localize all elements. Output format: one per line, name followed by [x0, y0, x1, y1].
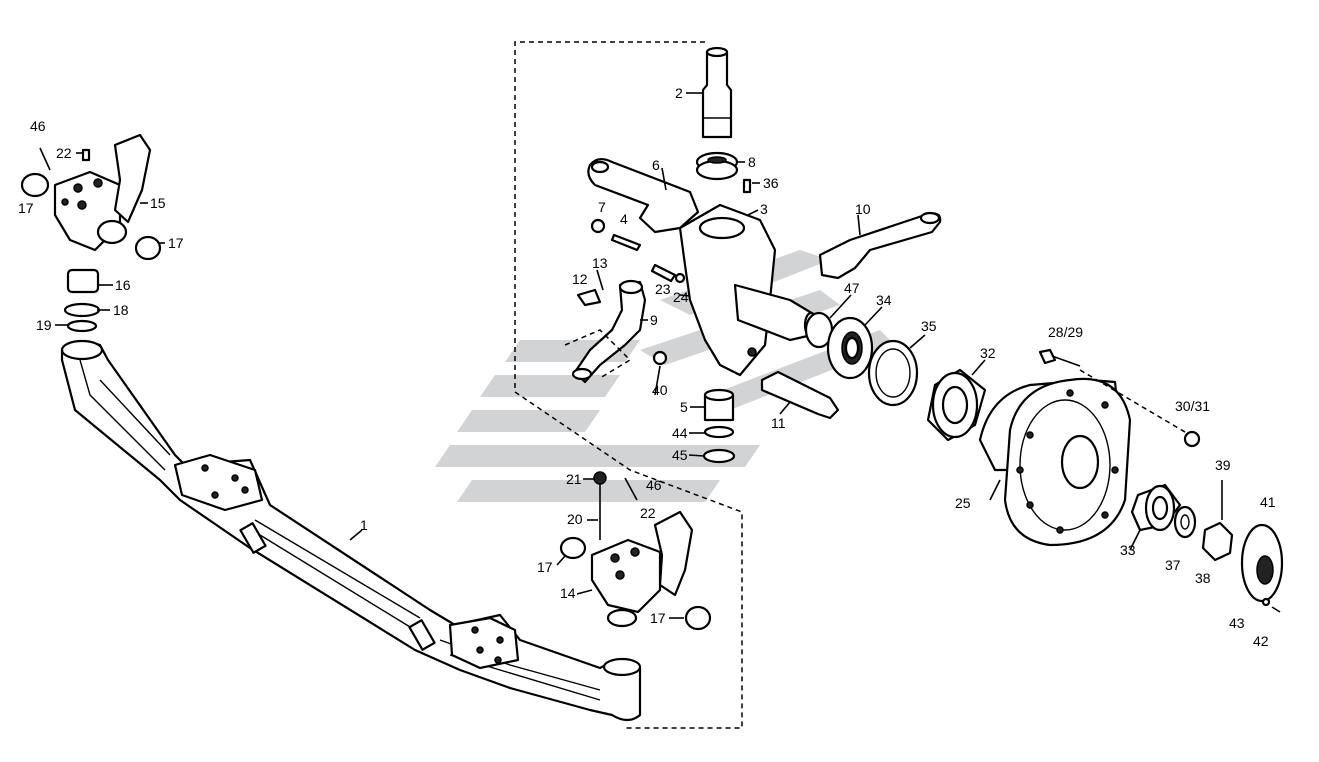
label-1: 1 — [360, 517, 368, 533]
label-23: 23 — [655, 281, 671, 297]
label-2: 2 — [675, 85, 683, 101]
label-9: 9 — [650, 312, 658, 328]
label-39: 39 — [1215, 457, 1231, 473]
label-18: 18 — [113, 302, 129, 318]
label-46: 46 — [30, 118, 46, 134]
label-17: 17 — [537, 559, 553, 575]
label-8: 8 — [748, 154, 756, 170]
label-5: 5 — [680, 399, 688, 415]
hub-bearing — [1130, 483, 1182, 532]
label-37: 37 — [1165, 557, 1181, 573]
label-30-31: 30/31 — [1175, 398, 1210, 414]
label-16: 16 — [115, 277, 131, 293]
left-knuckle-assembly — [20, 133, 162, 333]
label-19: 19 — [36, 317, 52, 333]
label-43: 43 — [1229, 615, 1245, 631]
label-leaders — [55, 92, 1141, 619]
thrust-bearing — [695, 151, 739, 181]
label-14: 14 — [560, 585, 576, 601]
label-25: 25 — [955, 495, 971, 511]
axle-beam — [60, 339, 642, 722]
label-10: 10 — [855, 201, 871, 217]
label-12: 12 — [572, 271, 588, 287]
label-45: 45 — [672, 447, 688, 463]
label-6: 6 — [652, 157, 660, 173]
steering-arm-lower — [564, 279, 647, 384]
label-46: 46 — [646, 477, 662, 493]
label-41: 41 — [1260, 494, 1276, 510]
kingpin — [701, 46, 733, 139]
thrust-washer — [1173, 505, 1197, 539]
label-33: 33 — [1120, 542, 1136, 558]
label-13: 13 — [592, 255, 608, 271]
label-20: 20 — [567, 511, 583, 527]
label-17: 17 — [650, 610, 666, 626]
assembly-boundary — [514, 41, 743, 729]
label-22: 22 — [56, 145, 72, 161]
label-32: 32 — [980, 345, 996, 361]
wheel-hub — [978, 377, 1132, 547]
label-11: 11 — [771, 415, 786, 431]
hub-cap — [1240, 523, 1284, 613]
label-35: 35 — [921, 318, 937, 334]
oil-seal — [867, 339, 919, 407]
label-21: 21 — [566, 471, 582, 487]
outer-race-bearing — [926, 368, 987, 442]
part-labels: 46 22 17 15 17 16 18 19 1 2 6 8 36 3 7 4… — [18, 85, 1276, 649]
label-42: 42 — [1253, 633, 1269, 649]
label-44: 44 — [672, 425, 688, 441]
label-40: 40 — [652, 382, 668, 398]
label-28-29: 28/29 — [1048, 324, 1083, 340]
inner-bearing — [826, 316, 874, 380]
label-22: 22 — [640, 505, 656, 521]
castle-nut — [1201, 480, 1234, 562]
label-7: 7 — [598, 199, 606, 215]
wheel-bolt — [1038, 348, 1191, 436]
track-rod-arm — [818, 211, 942, 280]
label-3: 3 — [760, 201, 768, 217]
label-24: 24 — [673, 289, 689, 305]
small-fasteners — [576, 178, 752, 366]
label-36: 36 — [763, 175, 779, 191]
label-38: 38 — [1195, 570, 1211, 586]
wheel-nut — [1183, 430, 1201, 448]
label-47: 47 — [844, 280, 860, 296]
spindle-pin — [760, 370, 840, 420]
label-4: 4 — [620, 211, 628, 227]
label-34: 34 — [876, 292, 892, 308]
lower-knuckle-assembly — [559, 471, 712, 631]
label-17: 17 — [18, 200, 34, 216]
bushing-and-rings — [702, 388, 736, 464]
label-15: 15 — [150, 195, 166, 211]
steering-arm-upper — [587, 158, 700, 234]
label-17: 17 — [168, 235, 184, 251]
